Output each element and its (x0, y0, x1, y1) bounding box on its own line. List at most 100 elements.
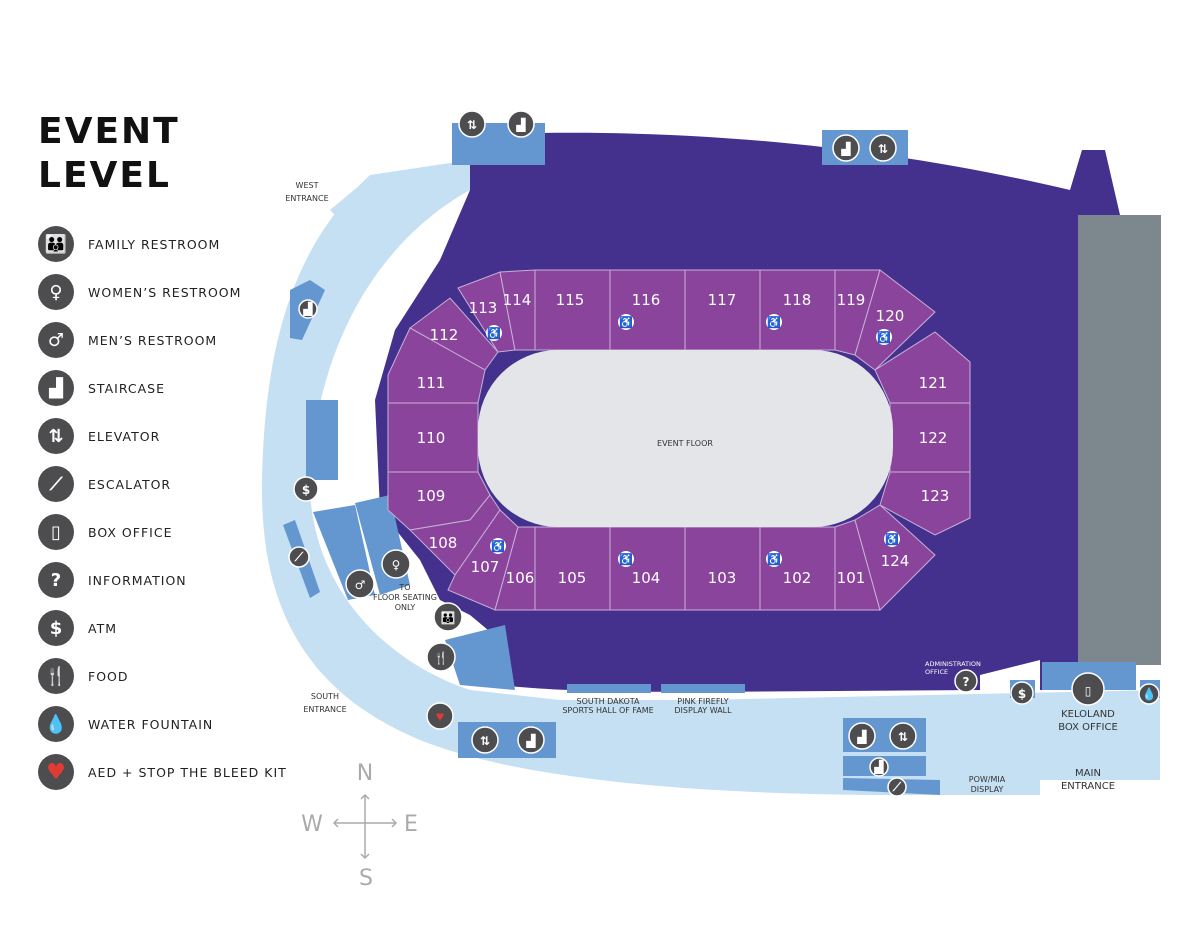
aed-icon[interactable]: ♥ (426, 702, 454, 730)
box-office-icon: ▯ (38, 514, 74, 550)
escalator-icon[interactable]: ⟋ (288, 546, 310, 568)
admin-office-label: ADMINISTRATION (925, 660, 981, 668)
svg-text:♿: ♿ (877, 331, 891, 344)
svg-text:💧: 💧 (1142, 687, 1157, 701)
wheelchair-icon: ♿ (486, 325, 502, 341)
svg-text:♿: ♿ (767, 316, 781, 329)
svg-text:▟: ▟ (856, 729, 867, 744)
admin-office-label: OFFICE (925, 668, 948, 676)
display-wall-label: PINK FIREFLY (677, 697, 729, 706)
wheelchair-icon: ♿ (876, 329, 892, 345)
water-fountain-icon[interactable]: 💧 (1138, 683, 1160, 705)
escalator-icon: ⟋ (38, 466, 74, 502)
wheelchair-icons: ♿ ♿ ♿ ♿ ♿ ♿ ♿ ♿ (486, 314, 900, 567)
compass-north: N (357, 761, 373, 786)
svg-text:♿: ♿ (487, 327, 501, 340)
elevator-icon[interactable]: ⇅ (458, 110, 486, 138)
staircase-icon[interactable]: ▟ (832, 134, 860, 162)
elevator-icon[interactable]: ⇅ (869, 134, 897, 162)
label-114: 114 (503, 291, 532, 309)
section-121[interactable] (874, 331, 971, 404)
south-entrance-label: SOUTH (311, 692, 339, 701)
svg-text:▟: ▟ (873, 759, 884, 774)
legend-label: MEN’S RESTROOM (88, 332, 218, 348)
svg-text:$: $ (302, 483, 310, 497)
mens-restroom-icon[interactable]: ♂ (345, 569, 375, 599)
information-icon[interactable]: ? (954, 669, 978, 693)
section-123[interactable] (879, 471, 971, 536)
label-102: 102 (783, 569, 812, 587)
box-office-icon[interactable]: ▯ (1071, 672, 1105, 706)
staircase-icon[interactable]: ▟ (507, 110, 535, 138)
section-111[interactable] (387, 327, 486, 404)
legend-label: ATM (88, 620, 118, 636)
svg-text:⇅: ⇅ (898, 730, 908, 744)
womens-restroom-icon[interactable]: ♀ (381, 549, 411, 579)
staircase-icon[interactable]: ▟ (848, 722, 876, 750)
hall-of-fame-label: SOUTH DAKOTA (576, 697, 640, 706)
area-labels: WEST ENTRANCE SOUTH ENTRANCE TO FLOOR SE… (285, 181, 1117, 794)
legend-item: ♥AED + STOP THE BLEED KIT (38, 748, 287, 796)
title-line-2: LEVEL (38, 155, 171, 196)
title-line-1: EVENT (38, 111, 180, 152)
section-116[interactable] (609, 269, 686, 351)
svg-text:♥: ♥ (436, 708, 444, 724)
elevator-icon[interactable]: ⇅ (471, 726, 499, 754)
legend-label: AED + STOP THE BLEED KIT (88, 764, 287, 780)
section-117[interactable] (684, 269, 761, 351)
food-icon[interactable]: 🍴 (426, 642, 456, 672)
concourse (261, 160, 1160, 795)
legend-item: $ATM (38, 604, 287, 652)
floor-seating-label: ONLY (395, 603, 416, 612)
legend-item: ⟋ESCALATOR (38, 460, 287, 508)
family-restroom-icon[interactable]: 👪 (433, 602, 463, 632)
floor-seating-label: TO (398, 583, 410, 592)
section-124[interactable] (854, 504, 936, 611)
svg-text:⇅: ⇅ (878, 142, 888, 156)
west-entrance-door[interactable] (330, 175, 385, 225)
svg-text:🍴: 🍴 (434, 651, 449, 665)
main-entrance-label: MAIN (1075, 768, 1101, 779)
family-restroom-icon: 👪 (38, 226, 74, 262)
south-entrance-door[interactable] (330, 652, 385, 698)
label-107: 107 (471, 558, 500, 576)
staircase-icon[interactable]: ▟ (869, 757, 889, 777)
label-112: 112 (430, 326, 459, 344)
legend-label: BOX OFFICE (88, 524, 173, 540)
map-icons: ⇅ ▟ ▟ ⇅ ▟ $ ⟋ ♂ ♀ 👪 🍴 ♥ ⇅ ▟ ▟ ⇅ ▟ ⟋ ? $ … (288, 110, 1160, 797)
section-108[interactable] (408, 494, 501, 576)
box-office-label: KELOLAND (1061, 709, 1115, 720)
compass-west: W (301, 812, 323, 837)
label-111: 111 (417, 374, 446, 392)
label-124: 124 (881, 552, 910, 570)
section-118[interactable] (759, 269, 836, 351)
svg-text:♿: ♿ (767, 553, 781, 566)
svg-text:♿: ♿ (619, 553, 633, 566)
mens-restroom-icon: ♂ (38, 322, 74, 358)
svg-text:♿: ♿ (885, 533, 899, 546)
atm-icon[interactable]: $ (1010, 681, 1034, 705)
compass-south: S (359, 866, 373, 891)
wheelchair-icon: ♿ (766, 314, 782, 330)
svg-text:⇅: ⇅ (480, 734, 490, 748)
label-123: 123 (921, 487, 950, 505)
legend-label: WATER FOUNTAIN (88, 716, 214, 732)
escalator-icon[interactable]: ⟋ (887, 777, 907, 797)
label-117: 117 (708, 291, 737, 309)
atm-icon[interactable]: $ (293, 476, 319, 502)
elevator-icon[interactable]: ⇅ (889, 722, 917, 750)
section-115[interactable] (534, 269, 611, 351)
label-101: 101 (837, 569, 866, 587)
pow-mia-label: DISPLAY (971, 785, 1004, 794)
wheelchair-icon: ♿ (618, 314, 634, 330)
event-floor (478, 350, 893, 527)
wheelchair-icon: ♿ (618, 551, 634, 567)
page-title: EVENT LEVEL (38, 110, 180, 198)
event-floor-label: EVENT FLOOR (657, 439, 713, 448)
compass (332, 793, 398, 860)
womens-restroom-icon: ♀ (38, 274, 74, 310)
staircase-icon[interactable]: ▟ (298, 299, 318, 319)
staircase-icon[interactable]: ▟ (517, 726, 545, 754)
svg-text:▟: ▟ (515, 117, 526, 132)
svg-text:♂: ♂ (355, 578, 366, 592)
